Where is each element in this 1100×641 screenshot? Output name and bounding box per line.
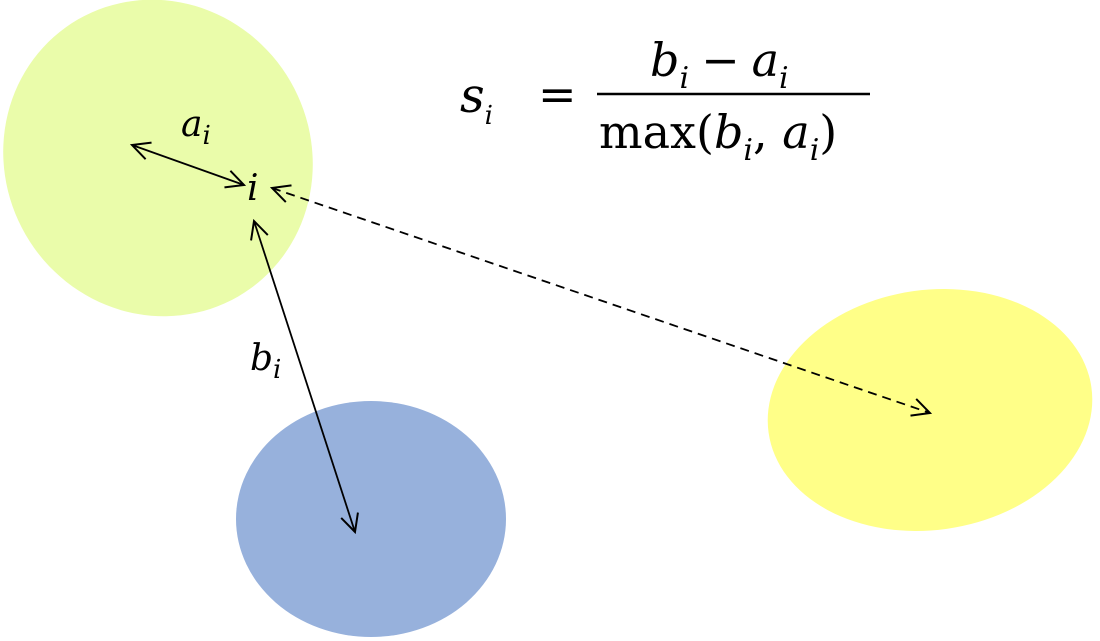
formula-numerator: bi−ai <box>650 33 789 96</box>
intra-distance-arrow <box>132 145 244 185</box>
point-label: i <box>247 168 259 209</box>
other-distance-arrow <box>272 188 930 413</box>
nearest-cluster <box>236 401 506 637</box>
formula-denominator: max(bi, ai) <box>599 105 837 168</box>
own-cluster <box>3 0 313 317</box>
silhouette-formula: si = bi−ai max(bi, ai) <box>460 33 870 168</box>
nearest-distance-label: bi <box>250 338 281 385</box>
formula-equals: = <box>538 67 577 121</box>
other-cluster <box>767 289 1093 531</box>
intra-distance-label: ai <box>181 104 211 151</box>
formula-lhs: si <box>460 68 493 131</box>
